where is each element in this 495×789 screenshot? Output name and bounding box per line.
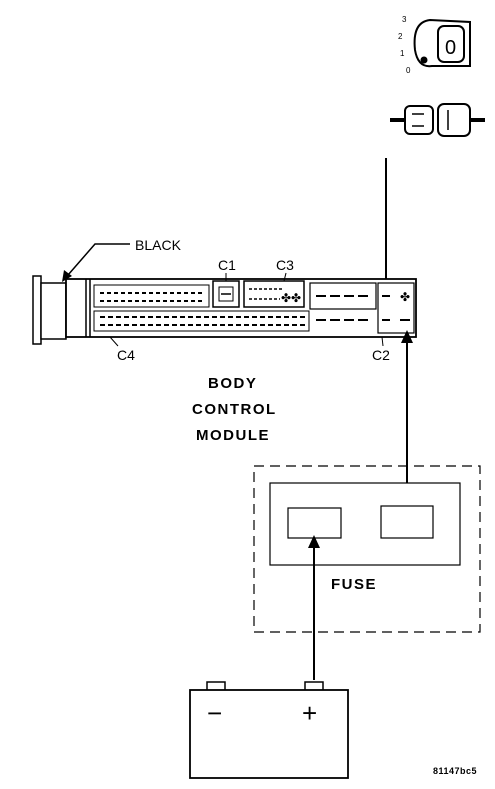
ignition-to-bcm-wire bbox=[380, 158, 392, 293]
battery-positive-terminal: + bbox=[302, 698, 317, 728]
module-name-line-3: MODULE bbox=[196, 427, 270, 444]
figure-id: 81147bc5 bbox=[433, 766, 477, 776]
ignition-position-2: 2 bbox=[398, 32, 403, 41]
c4-label: C4 bbox=[117, 347, 135, 363]
c1-label: C1 bbox=[218, 257, 236, 273]
fuse-label: FUSE bbox=[331, 576, 377, 593]
fuse-output-terminal bbox=[380, 505, 434, 539]
body-control-module: ✤✤ ✤ bbox=[32, 275, 417, 345]
black-label: BLACK bbox=[135, 237, 182, 253]
ignition-position-0: 0 bbox=[406, 66, 411, 75]
fuse-input-terminal bbox=[287, 507, 342, 539]
battery-to-fuse-wire bbox=[308, 535, 320, 680]
fuse-block bbox=[253, 465, 481, 633]
fuse-to-bcm-wire bbox=[401, 330, 413, 506]
svg-text:✤: ✤ bbox=[400, 290, 410, 304]
module-name-line-2: CONTROL bbox=[192, 401, 277, 418]
ignition-key-mark: 0 bbox=[445, 37, 456, 59]
c2-label: C2 bbox=[372, 347, 390, 363]
ignition-contact-icon bbox=[390, 103, 485, 137]
module-name-line-1: BODY bbox=[208, 375, 257, 392]
battery-icon: − + bbox=[189, 681, 349, 779]
svg-text:✤✤: ✤✤ bbox=[281, 291, 301, 305]
ignition-position-1: 1 bbox=[400, 49, 405, 58]
ignition-switch-icon: 3 2 1 0 0 bbox=[398, 15, 471, 75]
battery-negative-terminal: − bbox=[207, 698, 222, 728]
black-connector-pointer bbox=[62, 243, 130, 282]
ignition-position-3: 3 bbox=[402, 15, 407, 24]
c3-label: C3 bbox=[276, 257, 294, 273]
